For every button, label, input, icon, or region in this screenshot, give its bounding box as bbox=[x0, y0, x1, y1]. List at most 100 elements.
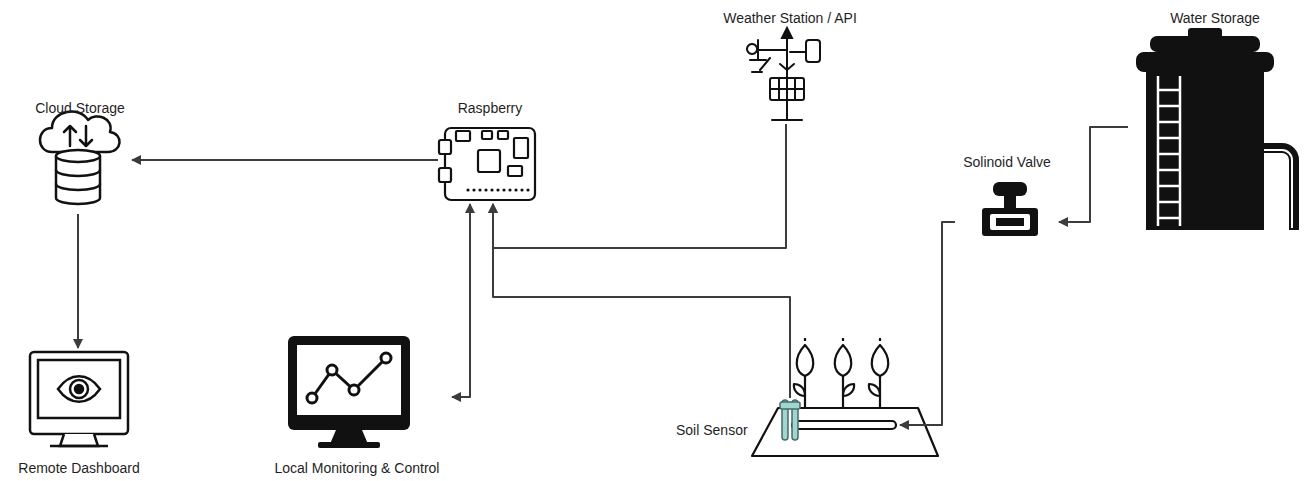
weather-station-icon-part bbox=[770, 78, 804, 100]
solenoid-valve-icon-part bbox=[996, 218, 1024, 226]
soil-bed-illustration-part bbox=[805, 372, 880, 408]
raspberry-board-part-part bbox=[466, 188, 469, 191]
raspberry-board-part-part bbox=[496, 188, 499, 191]
soil-bed-illustration-part bbox=[797, 345, 814, 376]
solenoid-valve-icon-part bbox=[990, 214, 1030, 230]
node-label: Remote Dashboard bbox=[12, 460, 146, 476]
raspberry-board bbox=[439, 128, 535, 200]
water-tank-icon-part-part bbox=[1158, 90, 1180, 218]
remote-monitor-icon bbox=[30, 352, 128, 446]
soil-bed-illustration bbox=[752, 338, 938, 456]
raspberry-board-part bbox=[439, 168, 451, 182]
raspberry-board-part-part bbox=[478, 188, 481, 191]
soil-bed-illustration-part bbox=[805, 338, 880, 341]
local-monitor-icon-part bbox=[330, 430, 368, 444]
local-monitor-icon-part bbox=[297, 345, 401, 415]
cloud-storage-icon bbox=[40, 112, 120, 204]
soil-sensor-node: Soil Sensor bbox=[672, 398, 900, 458]
raspberry-board-part bbox=[456, 131, 470, 141]
soil-bed-illustration-part bbox=[752, 408, 938, 456]
connector bbox=[452, 204, 470, 397]
weather-station-icon-part bbox=[770, 78, 804, 100]
local-monitor-icon-part-part bbox=[327, 365, 337, 375]
raspberry-board-part-part bbox=[472, 188, 475, 191]
weather-station-icon-part bbox=[772, 119, 802, 121]
raspberry-board-part bbox=[498, 131, 508, 139]
raspberry-board-part-part bbox=[520, 188, 523, 191]
water-tank-icon-part bbox=[1262, 148, 1294, 230]
cloud-storage-node: Cloud Storage bbox=[28, 98, 132, 214]
cloud-storage-icon-part bbox=[80, 126, 92, 146]
remote-monitor-icon-part bbox=[70, 380, 88, 398]
node-label: Local Monitoring & Control bbox=[262, 460, 452, 476]
node-label: Weather Station / API bbox=[715, 10, 865, 26]
local-monitor-icon bbox=[288, 336, 410, 448]
soil-bed-illustration-part bbox=[843, 384, 854, 396]
raspberry-board-part bbox=[478, 150, 500, 172]
raspberry-board-part bbox=[466, 188, 529, 191]
node-label: Solinoid Valve bbox=[955, 154, 1059, 170]
weather-station-icon-part bbox=[780, 64, 794, 70]
cloud-storage-icon-part bbox=[56, 150, 100, 162]
cloud-storage-icon-part bbox=[40, 112, 120, 152]
raspberry-board-part-part bbox=[490, 188, 493, 191]
soil-bed-illustration-part bbox=[872, 345, 889, 376]
raspberry-board-part-part bbox=[526, 188, 529, 191]
local-monitor-icon-part-part bbox=[381, 353, 391, 363]
water-tank-icon-part bbox=[1150, 36, 1260, 52]
weather-station-icon-part bbox=[758, 49, 787, 51]
remote-monitor-icon-part bbox=[60, 434, 98, 446]
cloud-storage-icon-part bbox=[56, 170, 100, 190]
water-tank-icon-part bbox=[1264, 150, 1292, 228]
solenoid-valve-icon bbox=[982, 182, 1038, 236]
weather-station-node: Weather Station / API bbox=[715, 8, 865, 124]
remote-monitor-icon-part bbox=[30, 352, 128, 434]
node-label: Cloud Storage bbox=[28, 100, 132, 116]
weather-station-icon-part bbox=[747, 40, 766, 60]
node-label: Raspberry bbox=[438, 100, 542, 116]
soil-bed-illustration-part bbox=[780, 402, 800, 409]
raspberry-board-part-part bbox=[484, 188, 487, 191]
local-monitor-icon-part bbox=[312, 358, 386, 398]
raspberry-board-part-part bbox=[502, 188, 505, 191]
cloud-storage-icon-part bbox=[64, 126, 76, 146]
water-tank-icon bbox=[1136, 28, 1294, 230]
local-monitor-icon-part-part bbox=[307, 393, 317, 403]
connector bbox=[1059, 127, 1128, 222]
connector bbox=[77, 214, 79, 348]
local-monitor-icon-part bbox=[318, 442, 380, 448]
weather-station-icon-part bbox=[790, 51, 806, 53]
water-tank-icon-part bbox=[1158, 76, 1180, 226]
water-tank-icon-part bbox=[1146, 70, 1264, 230]
node-label: Water Storage bbox=[1128, 10, 1302, 26]
solenoid-valve-icon-part bbox=[1004, 194, 1016, 208]
connector bbox=[493, 204, 790, 398]
connector bbox=[132, 159, 438, 161]
raspberry-board-part bbox=[482, 131, 492, 139]
raspberry-board-part bbox=[508, 166, 522, 176]
weather-station-icon-part bbox=[782, 28, 792, 38]
raspberry-board-part-part bbox=[514, 188, 517, 191]
water-tank-icon-part bbox=[1136, 52, 1274, 72]
remote-dashboard-node: Remote Dashboard bbox=[12, 348, 146, 478]
local-monitor-icon-part bbox=[307, 353, 391, 403]
node-label: Soil Sensor bbox=[676, 422, 748, 438]
remote-monitor-icon-part bbox=[58, 376, 100, 402]
raspberry-board-part-part bbox=[508, 188, 511, 191]
local-monitor-icon-part-part bbox=[349, 385, 359, 395]
raspberry-node: Raspberry bbox=[438, 98, 542, 204]
raspberry-board-part bbox=[514, 138, 528, 158]
connector bbox=[493, 124, 786, 248]
weather-station-icon-part bbox=[752, 58, 770, 72]
water-storage-node: Water Storage bbox=[1128, 8, 1302, 232]
water-tank-icon-part-part bbox=[1157, 76, 1160, 226]
soil-bed-illustration-part bbox=[792, 421, 896, 429]
raspberry-board-part bbox=[445, 128, 535, 200]
raspberry-board-part bbox=[439, 140, 451, 154]
local-monitor-node: Local Monitoring & Control bbox=[262, 330, 452, 478]
soil-bed-illustration-part bbox=[869, 384, 880, 396]
connector bbox=[900, 222, 955, 425]
